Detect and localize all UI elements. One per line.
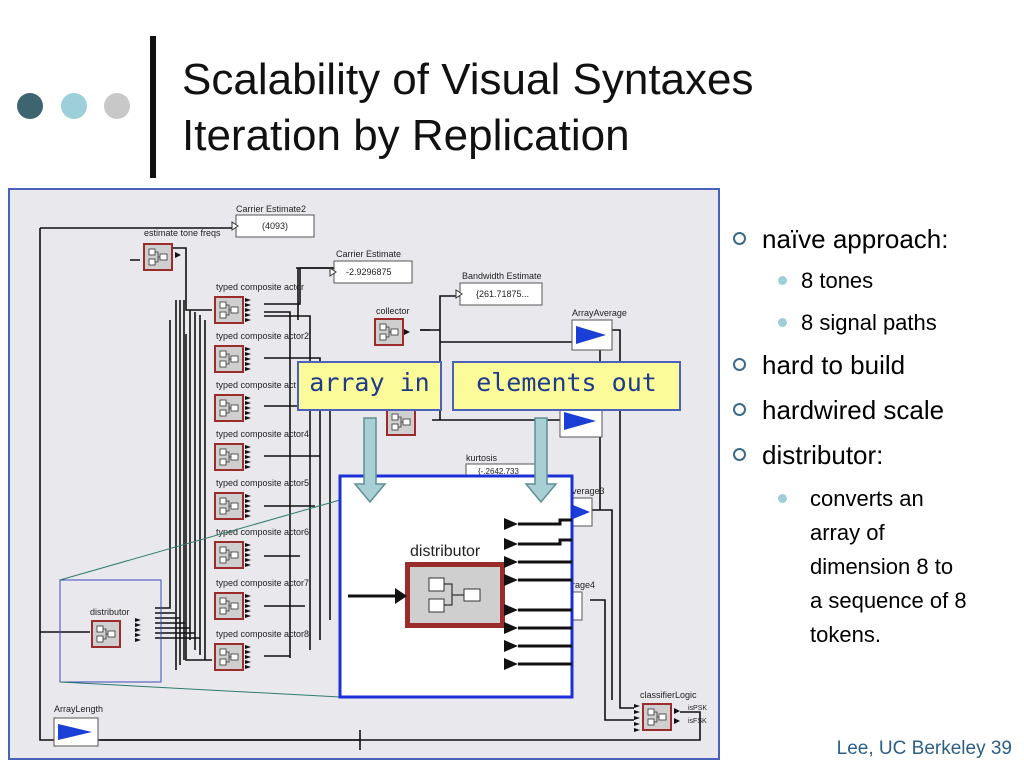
bullet-naive-approach: naïve approach: — [733, 224, 948, 255]
tca7-label: typed composite actor7 — [216, 578, 309, 588]
tca3-label: typed composite act — [216, 380, 297, 390]
bullet-hardwired-scale: hardwired scale — [733, 395, 944, 426]
carrier2-label: Carrier Estimate2 — [236, 204, 306, 214]
average4-label: rage4 — [572, 580, 595, 590]
distributor-zoom-inset: distributor — [338, 474, 574, 699]
bullet-distributor: distributor: — [733, 440, 883, 471]
slide-title-line1: Scalability of Visual Syntaxes — [182, 55, 754, 104]
kurtosis-value: {-.2642.733 — [478, 467, 519, 476]
decor-dot-3 — [104, 93, 130, 119]
kurtosis-label: kurtosis — [466, 453, 498, 463]
classifier-actor: classifierLogic isPSK isFSK — [634, 690, 707, 732]
estimate-actor: estimate tone freqs — [142, 228, 221, 272]
decor-dot-2 — [61, 93, 87, 119]
converts-line-3: dimension 8 to — [810, 554, 954, 579]
estimate-label: estimate tone freqs — [144, 228, 221, 238]
bullet-dot-icon — [778, 317, 787, 327]
slide-title-line2: Iteration by Replication — [182, 111, 630, 160]
collector-actor: collector — [373, 306, 417, 437]
carrier-value: -2.9296875 — [346, 267, 392, 277]
bullet-ring-icon — [733, 402, 746, 416]
converts-line-5: tokens. — [810, 622, 881, 647]
tca6-label: typed composite actor6 — [216, 527, 309, 537]
port-ispsk: isPSK — [688, 705, 707, 712]
bullet-converts-text: converts an array of dimension 8 to a se… — [810, 482, 1022, 652]
bullet-ring-icon — [733, 231, 746, 245]
wiring — [39, 227, 701, 750]
tca4-label: typed composite actor4 — [216, 429, 309, 439]
bullet-text: 8 tones — [801, 268, 874, 293]
bandwidth-value: {261.71875... — [476, 289, 529, 299]
distributor-small-label: distributor — [90, 607, 130, 617]
tca1-label: typed composite actor — [216, 282, 304, 292]
bullet-text: distributor: — [762, 440, 884, 470]
tca2-label: typed composite actor2 — [216, 331, 309, 341]
bullet-8-signal-paths: 8 signal paths — [778, 310, 937, 336]
arraylength-label: ArrayLength — [54, 704, 103, 714]
bullet-text: hardwired scale — [762, 395, 945, 425]
slide-footer: Lee, UC Berkeley 39 — [836, 738, 1012, 759]
bullet-hard-to-build: hard to build — [733, 350, 905, 381]
callout-arrows — [353, 417, 558, 504]
bullet-dot-icon — [778, 275, 787, 285]
bullet-ring-icon — [733, 357, 746, 371]
converts-line-1: converts an — [810, 486, 924, 511]
converts-line-4: a sequence of 8 — [810, 588, 967, 613]
title-divider — [150, 36, 156, 178]
bullet-dot-icon — [778, 493, 787, 503]
callout-elements-out: elements out — [452, 361, 681, 411]
bullet-8-tones: 8 tones — [778, 268, 873, 294]
typed-composite-actors: typed composite actor typed composite ac… — [213, 282, 309, 672]
collector-label: collector — [376, 306, 410, 316]
classifier-label: classifierLogic — [640, 690, 697, 700]
callout-array-in: array in — [297, 361, 442, 411]
tca5-label: typed composite actor5 — [216, 478, 309, 488]
average3-label: verage3 — [572, 486, 605, 496]
distributor-small-actor: distributor — [59, 499, 341, 698]
distributor-zoom-label: distributor — [410, 543, 481, 560]
bullet-converts-dot — [778, 486, 801, 512]
converts-line-2: array of — [810, 520, 885, 545]
display-boxes: Carrier Estimate2 (4093) Carrier Estimat… — [231, 204, 543, 477]
arrayaverage-label: ArrayAverage — [572, 308, 627, 318]
port-isfsk: isFSK — [688, 718, 707, 725]
carrier2-value: (4093) — [262, 221, 288, 231]
bandwidth-label: Bandwidth Estimate — [462, 271, 542, 281]
tca8-label: typed composite actor8 — [216, 629, 309, 639]
arraylength-actor: ArrayLength — [53, 704, 103, 747]
decor-dot-1 — [17, 93, 43, 119]
bullet-text: hard to build — [762, 350, 906, 380]
bullet-text: naïve approach: — [762, 224, 949, 254]
carrier-label: Carrier Estimate — [336, 249, 401, 259]
bullet-ring-icon — [733, 447, 746, 461]
bullet-text: 8 signal paths — [801, 310, 937, 335]
